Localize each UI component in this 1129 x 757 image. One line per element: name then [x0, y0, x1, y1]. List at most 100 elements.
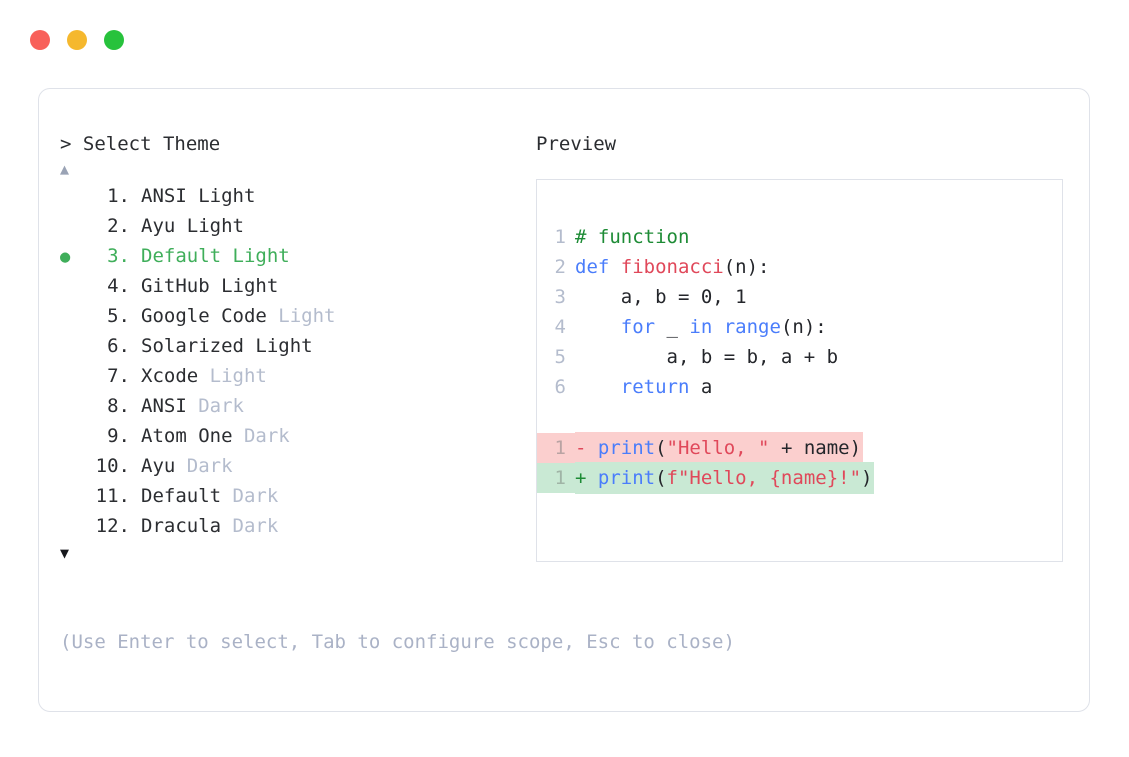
code-token: a, b = b, a + b [575, 346, 839, 368]
diff-minus-marker: - [575, 437, 598, 459]
theme-item-number: 1. [107, 185, 130, 207]
theme-item-name: Default [141, 245, 222, 267]
theme-selector-pane: > Select Theme ▲ 1. ANSI Light 2. Ayu Light… [60, 131, 530, 565]
code-line: 1 # function [537, 222, 1062, 252]
line-number: 1 [537, 433, 575, 463]
minimize-button[interactable] [67, 30, 87, 50]
theme-item-variant: Dark [175, 455, 233, 477]
code-token: + name) [769, 437, 862, 459]
diff-line-text: - print("Hello, " + name) [575, 432, 864, 464]
theme-item-variant: Light [266, 305, 336, 327]
code-token: print [597, 467, 656, 489]
theme-item-number: 7. [107, 365, 130, 387]
theme-item-name: ANSI [141, 185, 187, 207]
code-token: return [620, 376, 690, 398]
code-line-text: a, b = b, a + b [575, 342, 839, 372]
code-token: for [620, 316, 656, 338]
line-number: 1 [554, 226, 566, 248]
theme-list-item[interactable]: 4.GitHub Light [60, 271, 530, 301]
code-token: ) [861, 467, 873, 489]
theme-item-variant: Light [198, 365, 267, 387]
theme-item-variant: Dark [221, 485, 279, 507]
page-title: > Select Theme [60, 133, 221, 155]
diff-line-text: + print(f"Hello, {name}!") [575, 462, 875, 494]
theme-item-name: ANSI [141, 395, 187, 417]
code-token: ( [655, 467, 667, 489]
selection-bullet-icon: ● [60, 247, 71, 267]
theme-list-item[interactable]: 1.ANSI Light [60, 181, 530, 211]
theme-item-name: Xcode [141, 365, 199, 387]
code-token: f"Hello, {name}!" [666, 467, 862, 489]
scroll-up-icon[interactable]: ▲ [60, 160, 70, 178]
theme-list-item[interactable]: 5. Google Code Light [60, 301, 530, 331]
line-number: 5 [554, 346, 566, 368]
theme-item-name: Dracula [141, 515, 222, 537]
code-token: a [689, 376, 713, 398]
theme-item-name: Ayu [141, 215, 176, 237]
theme-item-name: Default [141, 485, 222, 507]
theme-item-variant: Dark [221, 515, 279, 537]
theme-item-number: 9. [107, 425, 130, 447]
code-token: (n): [723, 256, 770, 278]
code-token: _ [655, 316, 690, 338]
theme-item-variant: Dark [232, 425, 290, 447]
code-token: a, b = 0, 1 [575, 286, 747, 308]
theme-list-item[interactable]: 10.Ayu Dark [60, 451, 530, 481]
theme-item-number: 3. [107, 245, 130, 267]
theme-list-item[interactable]: 12. Dracula Dark [60, 511, 530, 541]
code-line-text: a, b = 0, 1 [575, 282, 747, 312]
code-token: in range [689, 316, 781, 338]
code-token: "Hello, " [666, 437, 770, 459]
code-line: 4 for _ in range(n): [537, 312, 1062, 342]
keyboard-hint: (Use Enter to select, Tab to configure s… [60, 631, 735, 653]
theme-item-variant: Light [209, 275, 279, 297]
code-token: fibonacci [620, 256, 724, 278]
line-number: 2 [554, 256, 566, 278]
theme-item-number: 2. [107, 215, 130, 237]
code-token: (n): [780, 316, 827, 338]
maximize-button[interactable] [104, 30, 124, 50]
diff-removed-line: 1- print("Hello, " + name) [537, 432, 1062, 464]
theme-item-name: Ayu [141, 455, 176, 477]
diff-plus-marker: + [575, 467, 598, 489]
code-token [575, 316, 621, 338]
theme-item-variant: Light [243, 335, 313, 357]
scroll-down-icon[interactable]: ▼ [60, 544, 70, 562]
diff-lines: 1- print("Hello, " + name)1+ print(f"Hel… [537, 432, 1062, 494]
code-line: 3 a, b = 0, 1 [537, 282, 1062, 312]
theme-item-number: 6. [107, 335, 130, 357]
code-line-text: # function [575, 222, 689, 252]
code-line-text: for _ in range(n): [575, 312, 827, 342]
code-line: 6 return a [537, 372, 1062, 402]
theme-item-number: 5. [107, 305, 130, 327]
theme-item-variant: Light [221, 245, 290, 267]
code-line-text: def fibonacci(n): [575, 252, 769, 282]
line-number: 4 [554, 316, 566, 338]
theme-picker-card: > Select Theme ▲ 1. ANSI Light 2. Ayu Light… [38, 88, 1090, 712]
theme-list-item[interactable]: 6.Solarized Light [60, 331, 530, 361]
code-spacer [537, 402, 1062, 432]
theme-item-number: 8. [107, 395, 130, 417]
theme-item-variant: Dark [186, 395, 244, 417]
theme-item-name: Google Code [141, 305, 267, 327]
code-line-text: return a [575, 372, 713, 402]
theme-list-item[interactable]: 2. Ayu Light [60, 211, 530, 241]
line-number: 1 [537, 463, 575, 493]
theme-list-item[interactable]: ● 3. Default Light [60, 241, 530, 271]
theme-item-number: 12. [95, 515, 130, 537]
code-line: 2 def fibonacci(n): [537, 252, 1062, 282]
code-token: def [575, 256, 621, 278]
window-controls [30, 30, 124, 50]
line-number: 3 [554, 286, 566, 308]
theme-list-item[interactable]: 11.Default Dark [60, 481, 530, 511]
theme-list-item[interactable]: 8. ANSI Dark [60, 391, 530, 421]
theme-list-item[interactable]: 9.Atom One Dark [60, 421, 530, 451]
theme-list-item[interactable]: 7. Xcode Light [60, 361, 530, 391]
close-button[interactable] [30, 30, 50, 50]
theme-item-variant: Light [175, 215, 244, 237]
code-token: ( [655, 437, 667, 459]
